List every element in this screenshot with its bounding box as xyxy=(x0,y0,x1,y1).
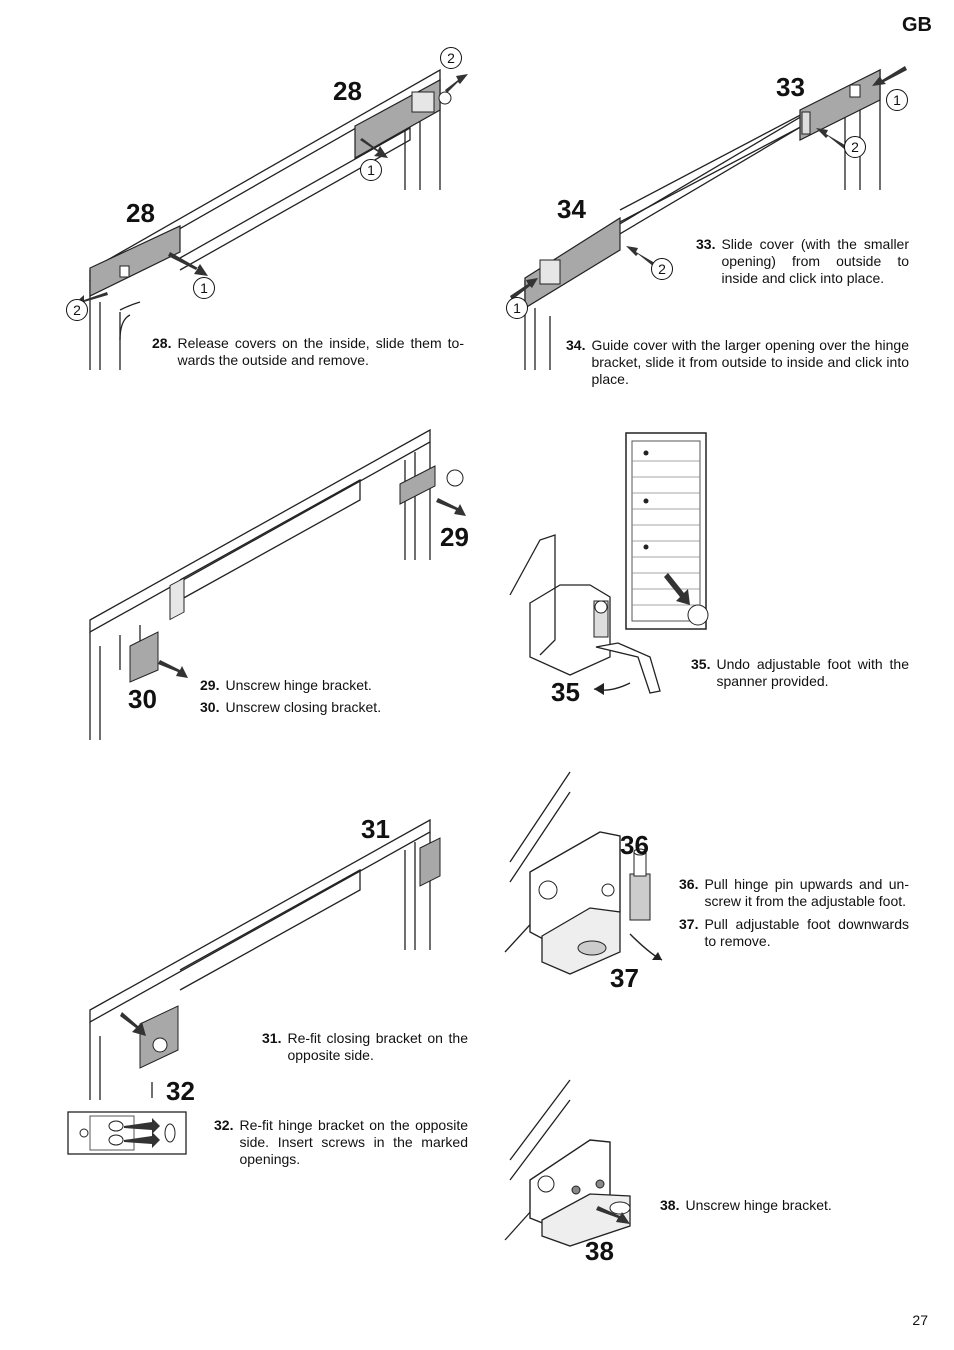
figure-label-36: 36 xyxy=(620,830,649,860)
closing-bracket xyxy=(129,631,159,683)
illustration-hinge-pin-foot xyxy=(504,771,663,975)
closing-bracket-refit xyxy=(419,837,441,887)
illustration-appliance-and-foot xyxy=(509,432,709,695)
figure-label-29: 29 xyxy=(440,522,469,552)
callout-1: 1 xyxy=(506,297,528,319)
figure-label-33: 33 xyxy=(776,72,805,102)
step-30: 30.Unscrew closing bracket. xyxy=(200,699,382,715)
callout-1: 1 xyxy=(193,277,215,299)
figure-label-35: 35 xyxy=(551,677,580,707)
language-code: GB xyxy=(902,14,932,36)
figure-label-30: 30 xyxy=(128,684,157,714)
callout-2: 2 xyxy=(844,136,866,158)
hinge-bracket-detail xyxy=(67,1111,187,1155)
figure-label-32: 32 xyxy=(166,1076,195,1106)
step-33: 33.Slide cover (with the smaller opening… xyxy=(696,236,909,286)
step-38: 38.Unscrew hinge bracket. xyxy=(660,1197,832,1213)
spanner xyxy=(595,642,661,694)
figure-label-31: 31 xyxy=(361,814,390,844)
hinge-bracket-refit xyxy=(139,1005,179,1069)
cover-left xyxy=(89,225,181,297)
figure-label-37: 37 xyxy=(610,963,639,993)
step-35: 35.Undo adjustable foot with the spanner… xyxy=(691,656,909,689)
page-number: 27 xyxy=(912,1312,928,1328)
appliance-front-view xyxy=(625,432,709,630)
step-36: 36.Pull hinge pin upwards and un-screw i… xyxy=(679,876,909,909)
callout-1: 1 xyxy=(360,159,382,181)
step-34: 34.Guide cover with the larger opening o… xyxy=(566,337,909,387)
cover-left xyxy=(524,216,621,310)
illustration-cover-fitting xyxy=(510,66,907,370)
step-29: 29.Unscrew hinge bracket. xyxy=(200,677,372,693)
figure-label-38: 38 xyxy=(585,1236,614,1266)
illustration-cover-removal xyxy=(74,68,468,370)
callout-2: 2 xyxy=(66,299,88,321)
illustration-unscrew-hinge xyxy=(504,1079,631,1247)
cover-right xyxy=(799,69,881,141)
step-32: 32.Re-fit hinge bracket on the opposite … xyxy=(214,1117,468,1167)
figure-label-28a: 28 xyxy=(126,198,155,228)
callout-2: 2 xyxy=(651,258,673,280)
callout-2: 2 xyxy=(440,47,462,69)
step-31: 31.Re-fit closing bracket on the opposit… xyxy=(262,1030,468,1063)
hinge-bracket xyxy=(399,465,436,505)
illustration-refit-brackets xyxy=(67,818,441,1155)
step-37: 37.Pull adjustable foot downwards to rem… xyxy=(679,916,909,949)
callout-1: 1 xyxy=(886,89,908,111)
step-28: 28.Release covers on the inside, slide t… xyxy=(152,335,464,368)
figure-label-28b: 28 xyxy=(333,76,362,106)
figure-label-34: 34 xyxy=(557,194,586,224)
illustration-unscrew-brackets xyxy=(89,428,466,740)
